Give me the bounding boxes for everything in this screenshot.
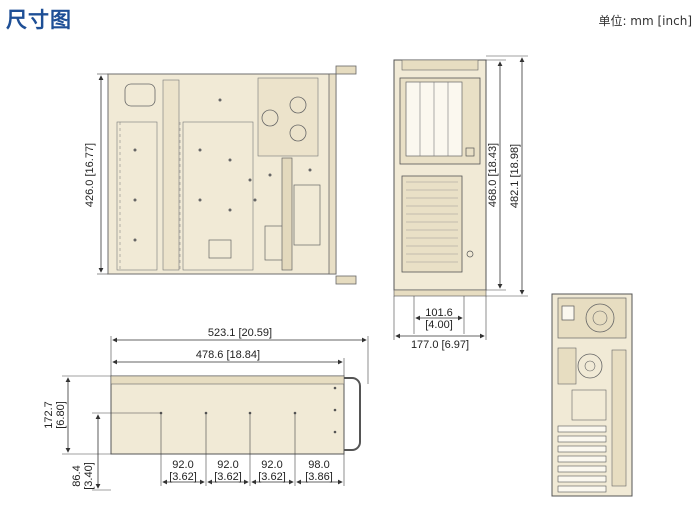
side-length-total-label: 523.1 [20.59] (208, 327, 272, 339)
side-offset-label: 86.4 (71, 465, 83, 486)
front-height-label: 468.0 [18.43] (487, 143, 499, 207)
front-view: 468.0 [18.43] 482.1 [18.98] 101.6 [4.00]… (393, 55, 528, 351)
top-depth-label: 426.0 [16.77] (84, 143, 96, 207)
front-height-total-label: 482.1 [18.98] (509, 144, 521, 208)
rear-view (551, 293, 633, 497)
hole-spacing-3-inch: [3.62] (258, 471, 286, 483)
side-length-body-label: 478.6 [18.84] (196, 349, 260, 361)
hole-spacing-1-inch: [3.62] (169, 471, 197, 483)
side-view: 523.1 [20.59] 478.6 [18.84] 172.7 [6.80]… (43, 327, 369, 491)
hole-spacing-4: 98.0 (308, 459, 329, 471)
hole-spacing-2-inch: [3.62] (214, 471, 242, 483)
unit-label: 单位: mm [inch] (598, 14, 692, 28)
page-title: 尺寸图 (6, 8, 72, 32)
side-offset-inch: [3.40] (83, 462, 95, 490)
side-height-label: 172.7 (43, 401, 55, 429)
hole-spacing-1: 92.0 (172, 459, 193, 471)
hole-spacing-2: 92.0 (217, 459, 238, 471)
hole-spacing-4-inch: [3.86] (305, 471, 333, 483)
side-height-inch: [6.80] (55, 401, 67, 429)
front-width-inner-inch: [4.00] (425, 319, 453, 331)
top-view: 426.0 [16.77] (84, 65, 357, 285)
front-width-inner-label: 101.6 (425, 307, 453, 319)
hole-spacing-3: 92.0 (261, 459, 282, 471)
front-width-total-label: 177.0 [6.97] (411, 339, 469, 351)
